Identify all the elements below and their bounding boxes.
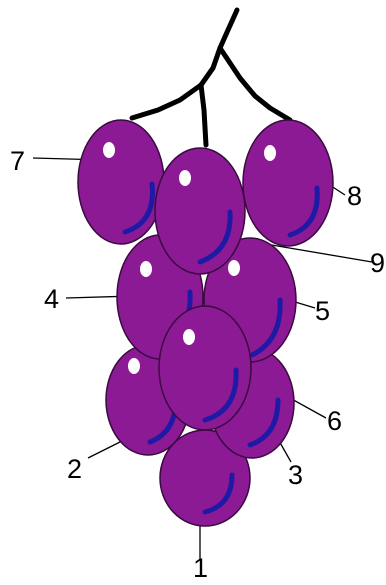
label-5: 5 [315, 296, 330, 326]
label-8: 8 [347, 181, 362, 211]
label-6: 6 [327, 406, 342, 436]
grape-5-shine [228, 260, 240, 276]
stem-left-branch [220, 48, 290, 120]
stem-center [201, 85, 206, 145]
grape-6-shine [183, 329, 195, 345]
label-4: 4 [44, 284, 59, 314]
grape-9 [155, 148, 245, 274]
label-2: 2 [67, 454, 82, 484]
label-1: 1 [193, 553, 208, 583]
grape-6 [159, 306, 251, 430]
grape-9-shine [179, 170, 191, 186]
label-3: 3 [288, 460, 303, 490]
grape-8-body [243, 120, 333, 246]
label-9: 9 [370, 248, 385, 278]
label-7: 7 [10, 146, 25, 176]
grape-8 [243, 120, 333, 246]
grape-2-shine [128, 358, 140, 374]
stem-main [132, 10, 237, 118]
grape-7-shine [103, 142, 115, 158]
grape-8-shine [264, 145, 276, 161]
grape-4-shine [140, 261, 152, 277]
stem [132, 10, 290, 145]
grape-7 [78, 120, 164, 244]
